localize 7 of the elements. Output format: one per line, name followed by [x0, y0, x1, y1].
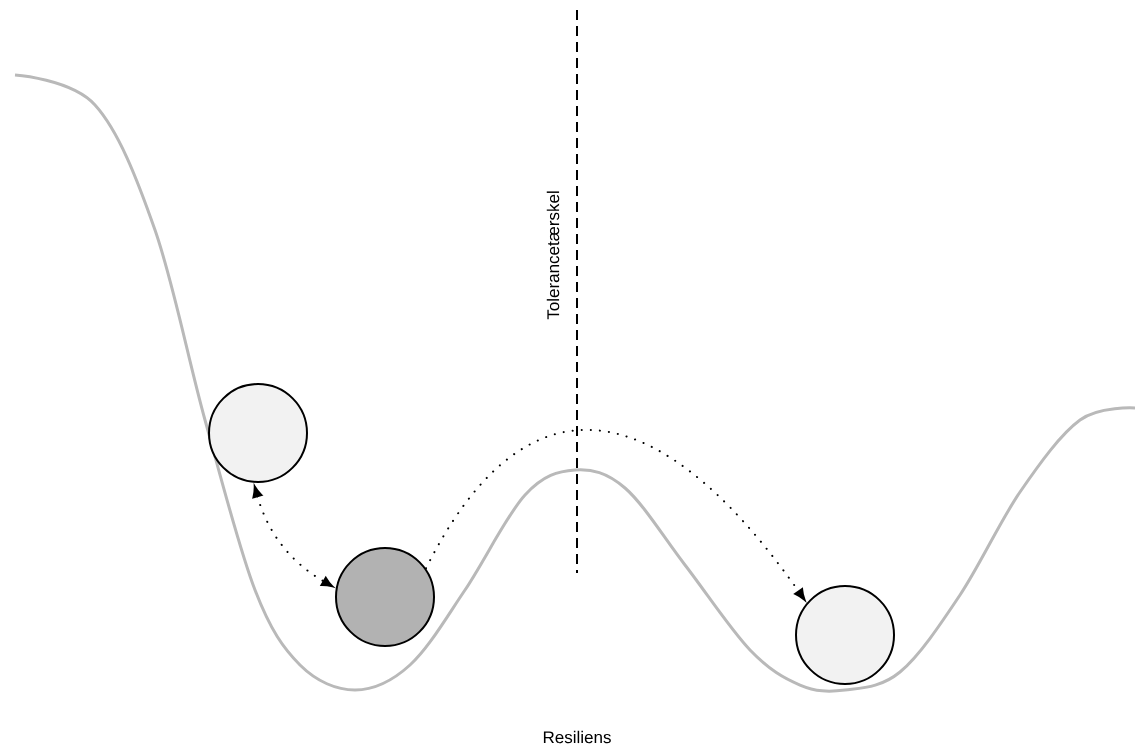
arrow — [424, 428, 806, 601]
ball — [795, 585, 895, 685]
arrow — [252, 485, 334, 588]
ball — [208, 383, 308, 483]
axis-label: Resiliens — [543, 730, 611, 744]
threshold-label: Tolerancetærskel — [546, 191, 560, 320]
ball — [335, 547, 435, 647]
